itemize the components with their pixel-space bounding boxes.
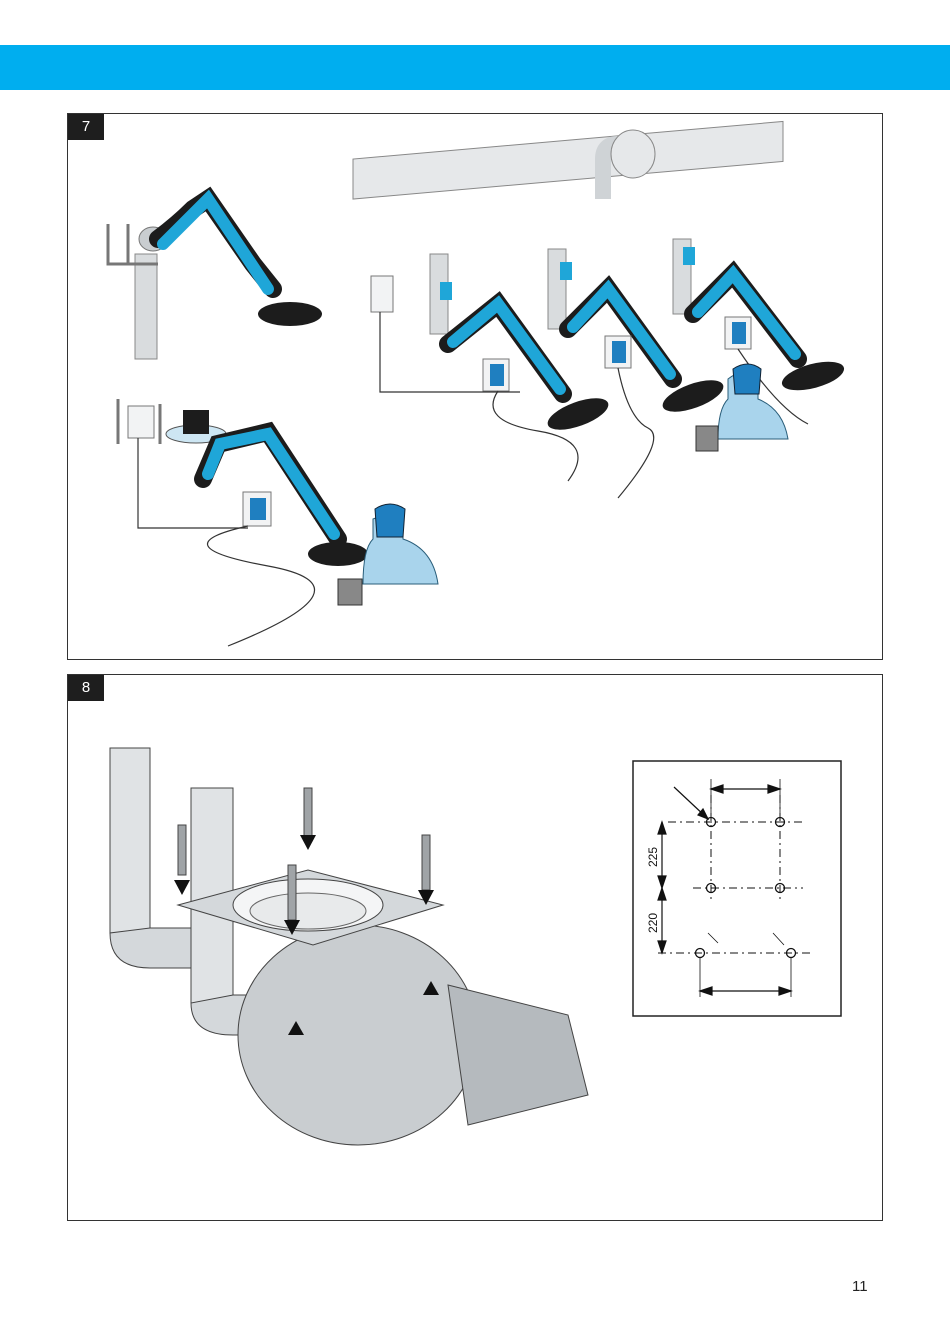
fan-mounted-arm <box>118 399 438 646</box>
fan-bracket-assembly <box>110 748 588 1145</box>
wall-mounted-arm <box>108 199 322 359</box>
figure-7-illustration <box>68 114 884 661</box>
welder-right <box>696 364 788 451</box>
dimension-225: 225 <box>646 847 660 867</box>
page-number: 11 <box>852 1278 892 1295</box>
figure-8-panel: 8 <box>67 674 883 1221</box>
ventilation-duct <box>353 121 783 199</box>
hole-pattern-diagram: 225 220 <box>633 761 841 1016</box>
dimension-220: 220 <box>646 913 660 933</box>
header-bar <box>0 45 950 90</box>
duct-arms <box>371 239 847 498</box>
figure-7-panel: 7 <box>67 113 883 660</box>
figure-8-illustration: 225 220 <box>68 675 884 1222</box>
